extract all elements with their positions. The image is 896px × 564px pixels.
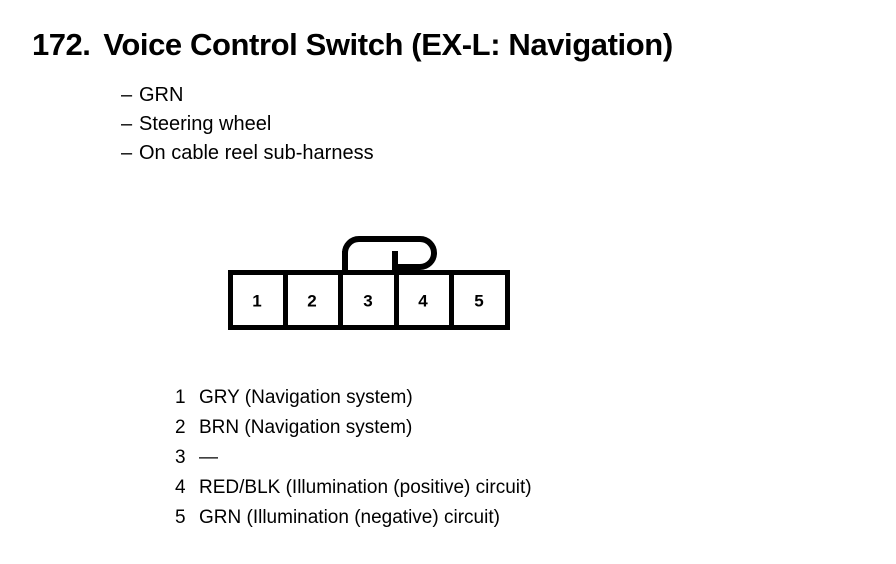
legend-row: 1 GRY (Navigation system)	[175, 383, 532, 413]
legend-pin-number: 2	[175, 417, 186, 438]
attribute-label: Steering wheel	[139, 113, 272, 135]
attribute-label: On cable reel sub-harness	[139, 142, 374, 164]
attribute-label: GRN	[139, 84, 184, 106]
cavity-label-4: 4	[418, 291, 428, 310]
cavity-label-1: 1	[252, 291, 261, 310]
dash-bullet-icon: –	[121, 142, 133, 164]
legend-pin-number: 1	[175, 387, 186, 408]
attribute-list: – GRN – Steering wheel – On cable reel s…	[121, 81, 374, 168]
locking-tab-icon	[342, 236, 438, 270]
dash-bullet-icon: –	[121, 113, 133, 135]
title-text: Voice Control Switch (EX-L: Navigation)	[103, 27, 673, 62]
legend-row: 3 —	[175, 443, 532, 473]
legend-pin-description: BRN (Navigation system)	[199, 417, 413, 438]
legend-row: 2 BRN (Navigation system)	[175, 413, 532, 443]
cavity-divider	[283, 272, 288, 328]
connector-housing	[228, 270, 510, 330]
legend-pin-description: GRN (Illumination (negative) circuit)	[199, 507, 500, 528]
legend-pin-description: —	[199, 447, 218, 468]
list-item: – On cable reel sub-harness	[121, 139, 374, 168]
tab-neck-right	[392, 251, 398, 276]
connector-svg: 1 2 3 4 5	[228, 236, 510, 330]
legend-pin-number: 3	[175, 447, 186, 468]
dash-bullet-icon: –	[121, 84, 133, 106]
cavity-label-3: 3	[363, 291, 372, 310]
tab-neck-left	[342, 251, 348, 276]
legend-row: 5 GRN (Illumination (negative) circuit)	[175, 503, 532, 533]
legend-row: 4 RED/BLK (Illumination (positive) circu…	[175, 473, 532, 503]
legend-pin-number: 4	[175, 477, 186, 498]
cavity-divider	[338, 272, 343, 328]
list-item: – GRN	[121, 81, 374, 110]
list-item: – Steering wheel	[121, 110, 374, 139]
page-title: 172. Voice Control Switch (EX-L: Navigat…	[32, 27, 673, 63]
cavity-divider	[394, 272, 399, 328]
cavity-label-5: 5	[474, 291, 483, 310]
cavity-label-2: 2	[307, 291, 316, 310]
terminal-legend: 1 GRY (Navigation system) 2 BRN (Navigat…	[175, 383, 532, 533]
legend-pin-description: GRY (Navigation system)	[199, 387, 413, 408]
legend-pin-description: RED/BLK (Illumination (positive) circuit…	[199, 477, 532, 498]
item-number: 172.	[32, 27, 91, 62]
cavity-divider	[449, 272, 454, 328]
connector-diagram: 1 2 3 4 5	[228, 218, 510, 330]
legend-pin-number: 5	[175, 507, 186, 528]
